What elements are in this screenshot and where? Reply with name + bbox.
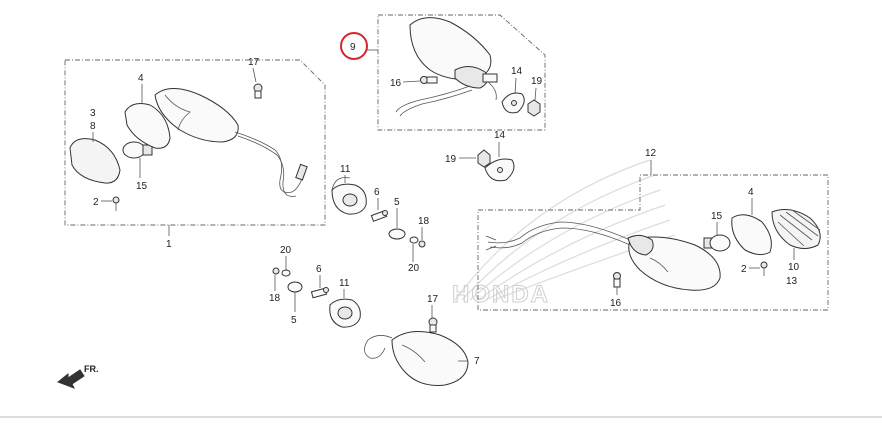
callout-13: 13 <box>786 276 798 287</box>
rubber-mount-11-lower <box>329 298 361 328</box>
bolt-16-upper <box>420 76 438 84</box>
winker-assembly-left <box>69 83 308 211</box>
washer-5-upper <box>388 228 406 240</box>
screw-17-left <box>253 83 263 99</box>
nut-19-upper <box>527 99 541 117</box>
assembly-frame-12 <box>477 174 829 311</box>
callout-15-right: 15 <box>711 211 723 222</box>
winker-lens-left <box>69 138 121 184</box>
callout-3: 3 <box>90 108 96 119</box>
winker-lens-right <box>771 209 821 249</box>
assembly-frame-1 <box>64 59 326 226</box>
callout-17-left: 17 <box>248 57 260 68</box>
cable-right <box>487 221 631 244</box>
winker-housing-left <box>154 88 239 143</box>
highlight-circle <box>340 32 368 60</box>
callout-20-lower: 20 <box>280 245 292 256</box>
gasket-right <box>731 214 772 256</box>
bolt-6-upper <box>370 210 388 222</box>
winker-assembly-rear-upper <box>395 17 541 117</box>
screw-right <box>760 261 768 276</box>
washer-5-lower <box>287 281 303 293</box>
gasket-left <box>124 103 171 149</box>
callout-7: 7 <box>474 356 480 367</box>
callout-14-upper: 14 <box>511 66 523 77</box>
nut-19-middle <box>477 149 491 168</box>
callout-4-right: 4 <box>748 187 754 198</box>
callout-6-lower: 6 <box>316 264 322 275</box>
callout-2-right: 2 <box>741 264 747 275</box>
cable-9 <box>395 85 471 113</box>
arrow-front-icon: FR. <box>57 364 99 389</box>
callout-16-upper: 16 <box>390 78 402 89</box>
callout-8: 8 <box>90 121 96 132</box>
callout-4-left: 4 <box>138 73 144 84</box>
nut-18-upper <box>418 240 426 248</box>
callout-10: 10 <box>788 262 800 273</box>
callout-1: 1 <box>166 239 172 250</box>
screw-17-lower <box>428 317 438 333</box>
callout-12: 12 <box>645 148 657 159</box>
callout-5-lower: 5 <box>291 315 297 326</box>
honda-watermark-text: HONDA <box>452 281 550 308</box>
winker-assembly-7 <box>364 330 469 386</box>
bulb-left <box>122 141 153 159</box>
callout-14-middle: 14 <box>494 130 506 141</box>
callout-19-upper: 19 <box>531 76 543 87</box>
callout-5-upper: 5 <box>394 197 400 208</box>
callout-18-lower: 18 <box>269 293 281 304</box>
winker-housing-9 <box>409 17 492 81</box>
bulb-right <box>703 234 731 252</box>
callout-20-upper: 20 <box>408 263 420 274</box>
callout-2-left: 2 <box>93 197 99 208</box>
callout-11-upper: 11 <box>340 164 351 175</box>
callout-17-lower: 17 <box>427 294 439 305</box>
callout-6-upper: 6 <box>374 187 380 198</box>
highlight-marker: 9 <box>340 32 368 60</box>
assembly-frame-9 <box>377 14 546 131</box>
washer-20-lower <box>281 269 291 277</box>
bolt-6-lower <box>310 287 329 299</box>
screw-left <box>112 196 120 211</box>
callout-11-lower: 11 <box>339 278 350 289</box>
nut-18-lower <box>272 267 280 275</box>
callout-15-left: 15 <box>136 181 148 192</box>
callout-18-upper: 18 <box>418 216 430 227</box>
rubber-mount-11-upper <box>331 177 367 215</box>
honda-wing-watermark: HONDA <box>452 159 676 309</box>
washer-20-upper <box>409 236 419 244</box>
callout-19-middle: 19 <box>445 154 457 165</box>
direction-label: FR. <box>84 364 99 374</box>
callout-9: 9 <box>350 42 356 53</box>
bolt-16-lower <box>613 272 621 288</box>
cable-7 <box>364 335 393 359</box>
cable-left <box>234 131 306 193</box>
winker-assembly-right <box>485 209 821 291</box>
callout-16-lower: 16 <box>610 298 622 309</box>
